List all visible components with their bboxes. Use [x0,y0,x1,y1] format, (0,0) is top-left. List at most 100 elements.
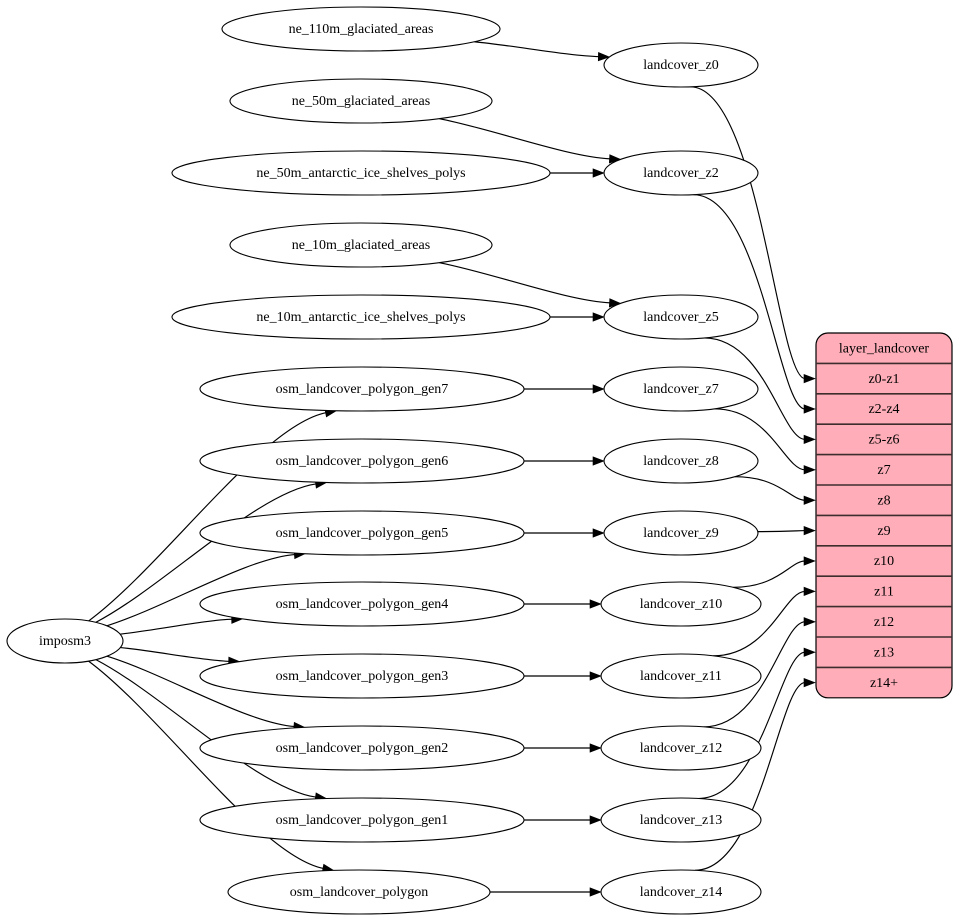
edge-arrowhead-landcover_z12-to-layer_landcover-z12 [803,617,816,627]
edge-imposm3-to-osm_landcover_polygon [88,660,325,870]
node-label-osm_landcover_polygon_gen5: osm_landcover_polygon_gen5 [276,526,449,541]
node-label-osm_landcover_polygon_gen7: osm_landcover_polygon_gen7 [276,382,449,397]
node-imposm3[interactable]: imposm3 [6,618,124,664]
edge-arrowhead-landcover_z5-to-layer_landcover-z5 [803,434,816,445]
edge-arrowhead-landcover_z10-to-layer_landcover-z10 [803,556,816,566]
node-label-landcover_z14: landcover_z14 [640,885,722,900]
edge-arrowhead-osm_landcover_polygon_gen1-to-landcover_z13 [589,815,602,825]
edge-landcover_z14-to-layer_landcover-z14 [694,682,806,871]
edge-landcover_z10-to-layer_landcover-z10 [733,560,806,588]
node-shape-osm_landcover_polygon_gen6 [199,438,525,484]
node-shape-landcover_z8 [603,438,759,484]
node-shape-ne_50m_glaciated_areas [229,78,493,124]
edge-imposm3-to-osm_landcover_polygon_gen2 [106,655,295,728]
node-label-landcover_z10: landcover_z10 [640,597,722,612]
node-shape-osm_landcover_polygon_gen7 [199,366,525,412]
node-osm_landcover_polygon_gen6[interactable]: osm_landcover_polygon_gen6 [199,438,525,484]
node-landcover_z2[interactable]: landcover_z2 [603,150,759,196]
node-shape-landcover_z10 [600,581,762,627]
node-landcover_z12[interactable]: landcover_z12 [600,725,762,771]
node-label-landcover_z7: landcover_z7 [643,382,718,397]
node-osm_landcover_polygon_gen1[interactable]: osm_landcover_polygon_gen1 [199,797,525,843]
record-row-z5[interactable]: z5-z6 [868,433,899,448]
edge-arrowhead-landcover_z11-to-layer_landcover-z11 [803,586,816,597]
node-landcover_z7[interactable]: landcover_z7 [603,366,759,412]
node-ne_110m_glaciated_areas[interactable]: ne_110m_glaciated_areas [221,6,501,52]
edge-landcover_z12-to-layer_landcover-z12 [703,621,806,728]
node-label-ne_50m_antarctic_ice_shelves_polys: ne_50m_antarctic_ice_shelves_polys [256,166,465,181]
record-row-z14[interactable]: z14+ [870,676,898,691]
node-label-osm_landcover_polygon_gen1: osm_landcover_polygon_gen1 [276,813,449,828]
node-label-landcover_z9: landcover_z9 [643,526,718,541]
record-node-layer-landcover[interactable]: layer_landcover z0-z1 z2-z4 z5-z6 z7 z8 z9 z10 z… [815,332,953,699]
record-row-z10[interactable]: z10 [874,554,894,569]
edge-imposm3-to-osm_landcover_polygon_gen7 [88,412,327,622]
node-shape-ne_110m_glaciated_areas [221,6,501,52]
record-row-z12[interactable]: z12 [874,615,894,630]
node-shape-osm_landcover_polygon_gen3 [199,653,525,699]
node-label-osm_landcover_polygon_gen6: osm_landcover_polygon_gen6 [276,454,449,469]
node-label-landcover_z8: landcover_z8 [643,454,718,469]
node-ne_10m_antarctic_ice_shelves_polys[interactable]: ne_10m_antarctic_ice_shelves_polys [171,294,551,340]
node-osm_landcover_polygon_gen5[interactable]: osm_landcover_polygon_gen5 [199,510,525,556]
node-ne_10m_glaciated_areas[interactable]: ne_10m_glaciated_areas [229,222,493,268]
edge-landcover_z7-to-layer_landcover-z7 [714,408,806,471]
node-osm_landcover_polygon_gen7[interactable]: osm_landcover_polygon_gen7 [199,366,525,412]
record-row-z0[interactable]: z0-z1 [868,372,899,387]
record-row-z9[interactable]: z9 [877,524,890,539]
edge-arrowhead-landcover_z9-to-layer_landcover-z9 [803,525,816,536]
edge-landcover_z0-to-layer_landcover-z0 [690,86,806,380]
edge-arrowhead-osm_landcover_polygon-to-landcover_z14 [589,887,602,897]
node-ne_50m_glaciated_areas[interactable]: ne_50m_glaciated_areas [229,78,493,124]
edge-ne_10m_glaciated_areas-to-landcover_z5 [439,262,611,304]
node-osm_landcover_polygon_gen2[interactable]: osm_landcover_polygon_gen2 [199,725,525,771]
edge-ne_50m_glaciated_areas-to-landcover_z2 [439,118,611,160]
node-label-ne_10m_antarctic_ice_shelves_polys: ne_10m_antarctic_ice_shelves_polys [256,310,465,325]
edge-imposm3-to-osm_landcover_polygon_gen6 [95,483,317,623]
node-shape-landcover_z7 [603,366,759,412]
record-row-z7[interactable]: z7 [877,463,890,478]
node-osm_landcover_polygon_gen4[interactable]: osm_landcover_polygon_gen4 [199,581,525,627]
node-landcover_z14[interactable]: landcover_z14 [600,869,762,915]
node-osm_landcover_polygon_gen3[interactable]: osm_landcover_polygon_gen3 [199,653,525,699]
node-label-osm_landcover_polygon_gen3: osm_landcover_polygon_gen3 [276,669,449,684]
node-label-ne_50m_glaciated_areas: ne_50m_glaciated_areas [292,94,430,109]
node-shape-osm_landcover_polygon_gen1 [199,797,525,843]
edge-arrowhead-ne_50m_antarctic_ice_shelves_polys-to-landcover_z2 [592,168,605,178]
node-ne_50m_antarctic_ice_shelves_polys[interactable]: ne_50m_antarctic_ice_shelves_polys [171,150,551,196]
node-osm_landcover_polygon[interactable]: osm_landcover_polygon [227,869,491,915]
record-row-z13[interactable]: z13 [874,645,894,660]
node-label-landcover_z12: landcover_z12 [640,741,722,756]
node-shape-osm_landcover_polygon_gen2 [199,725,525,771]
edge-arrowhead-landcover_z14-to-layer_landcover-z14 [803,677,816,688]
edge-landcover_z13-to-layer_landcover-z13 [698,651,806,800]
node-landcover_z11[interactable]: landcover_z11 [600,653,762,699]
node-landcover_z13[interactable]: landcover_z13 [600,797,762,843]
record-row-z8[interactable]: z8 [877,493,890,508]
node-landcover_z5[interactable]: landcover_z5 [603,294,759,340]
edge-imposm3-to-osm_landcover_polygon_gen4 [120,618,233,635]
node-label-landcover_z13: landcover_z13 [640,813,722,828]
edge-ne_110m_glaciated_areas-to-landcover_z0 [474,41,600,58]
edge-arrowhead-osm_landcover_polygon_gen5-to-landcover_z9 [592,528,605,538]
node-layer: imposm3 ne_110m_glaciated_areas ne_50m_gla… [6,6,762,915]
edge-arrowhead-ne_110m_glaciated_areas-to-landcover_z0 [597,52,611,62]
edge-arrowhead-osm_landcover_polygon_gen4-to-landcover_z10 [589,599,602,609]
record-row-z11[interactable]: z11 [874,585,894,600]
node-shape-landcover_z13 [600,797,762,843]
node-landcover_z9[interactable]: landcover_z9 [603,510,759,556]
node-landcover_z0[interactable]: landcover_z0 [603,42,759,88]
node-label-osm_landcover_polygon_gen4: osm_landcover_polygon_gen4 [276,597,449,612]
edge-arrowhead-landcover_z2-to-layer_landcover-z2 [803,404,816,414]
node-landcover_z8[interactable]: landcover_z8 [603,438,759,484]
node-landcover_z10[interactable]: landcover_z10 [600,581,762,627]
record-row-z2[interactable]: z2-z4 [868,402,899,417]
record-header-label: layer_landcover [839,341,930,356]
node-shape-imposm3 [6,618,124,664]
edge-arrowhead-landcover_z7-to-layer_landcover-z7 [803,465,816,475]
node-shape-ne_10m_antarctic_ice_shelves_polys [171,294,551,340]
node-shape-landcover_z11 [600,653,762,699]
node-label-landcover_z0: landcover_z0 [643,58,718,73]
